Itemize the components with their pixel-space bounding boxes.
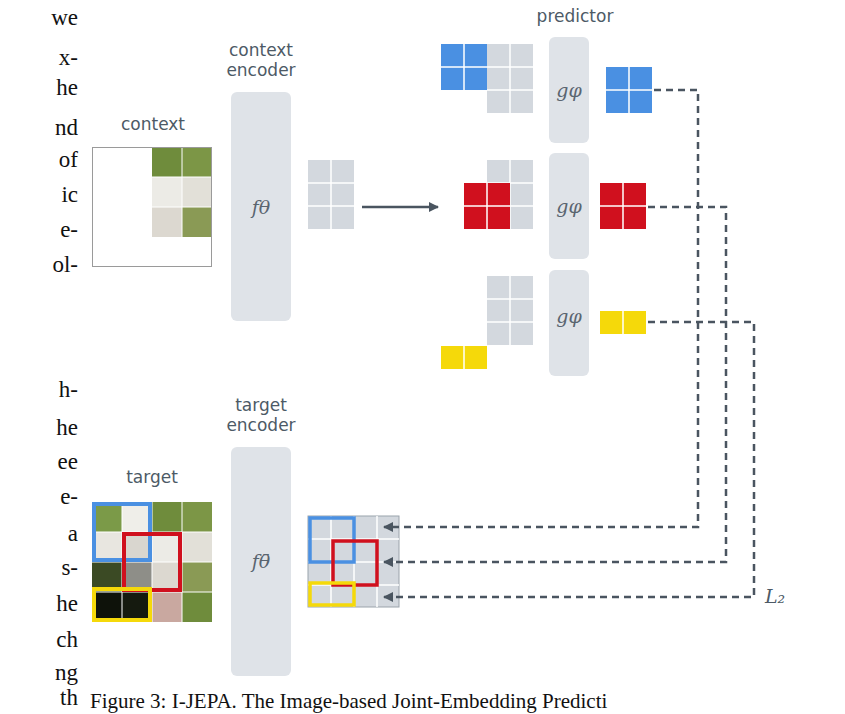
grid-lines: [487, 44, 533, 113]
encoder-box: context encoderfθ: [231, 92, 291, 321]
encoder-box: target encoderfθ̄: [231, 447, 291, 676]
mask-token: [464, 183, 510, 229]
margin-text: we: [0, 5, 78, 31]
predicted-embedding: [600, 183, 646, 229]
predictor-symbol: gφ: [544, 194, 594, 218]
patch: [122, 532, 152, 562]
patch: [152, 532, 182, 562]
predictor-box: gφ: [549, 37, 589, 143]
patch: [152, 207, 182, 237]
patch: [152, 592, 182, 622]
target-embedding-outline: [333, 541, 377, 585]
patch: [182, 147, 212, 177]
context-patches: [152, 147, 212, 237]
grid-lines: [600, 183, 646, 229]
patch: [182, 207, 212, 237]
encoder-symbol: fθ̄: [231, 549, 291, 573]
encoder-heading: context encoder: [201, 40, 321, 80]
figure-caption: Figure 3: I-JEPA. The Image-based Joint-…: [90, 690, 607, 712]
embedding-grid: [487, 44, 533, 113]
context-embedding: [308, 160, 354, 229]
grid-lines: [464, 183, 510, 229]
image-heading: context: [73, 114, 233, 134]
patch: [152, 502, 182, 532]
target-embedding-outline: [310, 583, 354, 605]
predictor-symbol: gφ: [544, 304, 594, 328]
margin-text: e-: [0, 217, 78, 243]
patch-grid: [152, 147, 212, 237]
predicted-embedding: [600, 311, 646, 334]
grid-lines: [441, 44, 487, 90]
patch: [152, 177, 182, 207]
encoder-symbol: fθ: [231, 195, 291, 219]
patch: [92, 532, 122, 562]
patch: [92, 502, 122, 532]
grid-lines: [622, 311, 624, 334]
grid-lines: [487, 276, 533, 345]
margin-text: ch: [0, 627, 78, 653]
margin-text: th: [0, 685, 78, 711]
patch: [182, 562, 212, 592]
margin-text: he: [0, 415, 78, 441]
predictor-inputs: [441, 44, 533, 369]
mask-token: [441, 346, 487, 369]
margin-text: nd: [0, 115, 78, 141]
margin-text: s-: [0, 555, 78, 581]
loss-line: [384, 207, 726, 562]
target-patches: [92, 502, 212, 622]
encoder-heading: target encoder: [201, 395, 321, 435]
margin-text: h-: [0, 377, 78, 403]
patch: [182, 177, 212, 207]
patch: [152, 562, 182, 592]
embedding-grid: [308, 160, 354, 229]
patch: [182, 532, 212, 562]
margin-text: e-: [0, 484, 78, 510]
image-heading: target: [72, 467, 232, 487]
margin-text: ol-: [0, 252, 78, 278]
patch: [182, 502, 212, 532]
embedding-grid: [487, 276, 533, 345]
patch: [92, 592, 122, 622]
predicted-embedding: [606, 67, 652, 113]
margin-text: x-: [0, 45, 78, 71]
margin-text: he: [0, 591, 78, 617]
margin-text: ic: [0, 182, 78, 208]
patch: [152, 147, 182, 177]
loss-lines: [384, 90, 754, 597]
loss-label: L₂: [765, 586, 805, 606]
predictor-box: gφ: [549, 270, 589, 376]
section-heading: predictor: [530, 6, 620, 26]
loss-line: [384, 90, 698, 527]
image-box: target: [92, 502, 212, 622]
patch: [182, 592, 212, 622]
patch: [122, 502, 152, 532]
patch-grid: [92, 502, 212, 622]
grid-lines: [606, 67, 652, 113]
margin-text: ee: [0, 449, 78, 475]
flow-arrow: [362, 206, 438, 209]
patch: [122, 592, 152, 622]
predictor-outputs: [600, 67, 652, 334]
margin-text: he: [0, 75, 78, 101]
margin-text: of: [0, 147, 78, 173]
predictor-box: gφ: [549, 153, 589, 259]
target-block-outline: [124, 534, 180, 590]
margin-text: ng: [0, 660, 78, 686]
grid-lines: [463, 346, 465, 369]
grid-lines: [308, 160, 354, 229]
target-block-outline: [94, 589, 150, 620]
image-box: context: [92, 147, 212, 267]
predictor-symbol: gφ: [544, 78, 594, 102]
mask-token: [441, 44, 487, 90]
margin-text: a: [0, 521, 78, 547]
